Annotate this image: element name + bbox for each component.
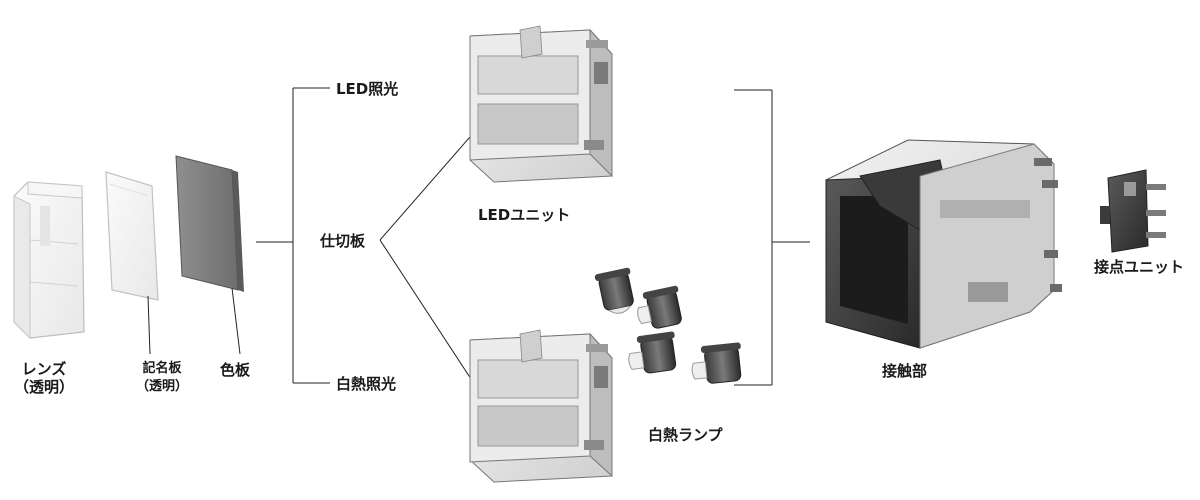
color-plate-illustration (175, 155, 244, 292)
incandescent-lamp-label: 白熱ランプ (648, 426, 723, 444)
color-plate-label: 色板 (220, 361, 251, 379)
incandescent-illumination-label: 白熱照光 (336, 375, 397, 393)
lens-label: レンズ （透明） (8, 360, 80, 396)
contact-unit-label: 接点ユニット (1094, 258, 1185, 276)
contact-section-illustration (825, 139, 1062, 349)
led-unit-illustration (469, 25, 613, 183)
contact-section-label: 接触部 (882, 362, 928, 380)
lens-illustration (13, 181, 85, 340)
incandescent-lamps-illustration (594, 267, 742, 384)
nameplate-label: 記名板 （透明） (126, 360, 198, 396)
nameplate-label-line1: 記名板 (142, 361, 182, 376)
lens-label-line1: レンズ (21, 360, 67, 378)
colorplate-leader-line (231, 287, 241, 355)
left-bracket (256, 87, 330, 384)
incandescent-unit-illustration (469, 329, 613, 483)
nameplate-leader-line (147, 295, 151, 355)
right-bracket (734, 89, 810, 386)
contact-unit-illustration (1100, 169, 1166, 253)
name-plate-illustration (105, 171, 159, 301)
lens-label-line2: （透明） (13, 378, 74, 396)
nameplate-label-line2: （透明） (135, 379, 188, 394)
led-unit-label: LEDユニット (478, 206, 571, 224)
led-illumination-label: LED照光 (336, 80, 399, 98)
partition-label: 仕切板 (320, 232, 366, 250)
